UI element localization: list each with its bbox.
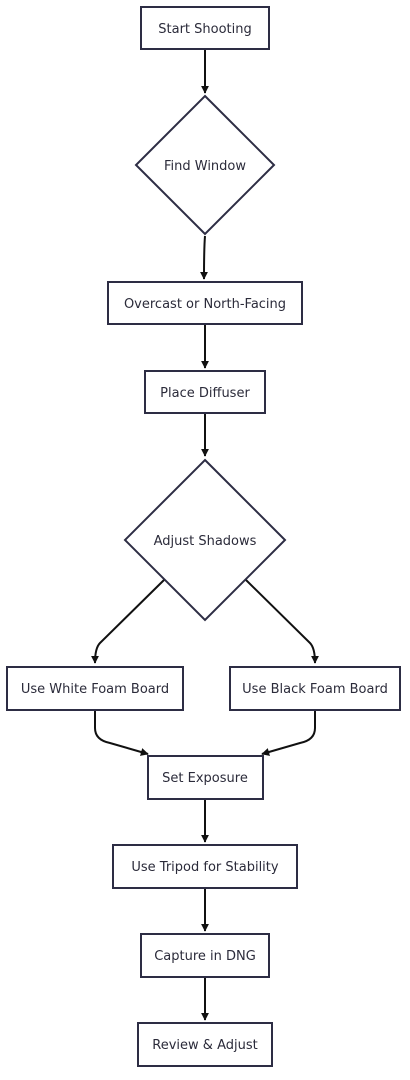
node-label: Adjust Shadows xyxy=(154,534,257,549)
node-label: Set Exposure xyxy=(162,771,248,786)
node-adjust-shadows: Adjust Shadows xyxy=(123,458,287,622)
node-find-window: Find Window xyxy=(134,94,276,236)
edge-white-to-exposure xyxy=(94,711,149,756)
node-capture-dng: Capture in DNG xyxy=(140,933,270,978)
node-label: Use Black Foam Board xyxy=(242,682,388,697)
node-label: Start Shooting xyxy=(158,22,252,37)
node-black-foam-board: Use Black Foam Board xyxy=(229,666,401,711)
node-label: Use White Foam Board xyxy=(21,682,169,697)
node-label: Find Window xyxy=(164,159,246,174)
node-use-tripod: Use Tripod for Stability xyxy=(112,844,298,889)
node-label: Use Tripod for Stability xyxy=(131,860,279,875)
edge-shadows-to-black xyxy=(245,579,319,664)
edge-window-to-overcast xyxy=(200,235,209,280)
node-start: Start Shooting xyxy=(140,6,270,50)
node-set-exposure: Set Exposure xyxy=(147,755,264,800)
edges xyxy=(91,50,319,1021)
node-overcast: Overcast or North-Facing xyxy=(107,281,303,325)
node-review-adjust: Review & Adjust xyxy=(137,1022,273,1067)
node-place-diffuser: Place Diffuser xyxy=(144,370,266,414)
node-label: Review & Adjust xyxy=(152,1038,257,1053)
node-label: Capture in DNG xyxy=(154,949,256,964)
node-white-foam-board: Use White Foam Board xyxy=(6,666,184,711)
edge-shadows-to-white xyxy=(91,579,165,664)
node-label: Place Diffuser xyxy=(160,386,250,401)
edge-black-to-exposure xyxy=(261,711,316,756)
node-label: Overcast or North-Facing xyxy=(124,297,286,312)
